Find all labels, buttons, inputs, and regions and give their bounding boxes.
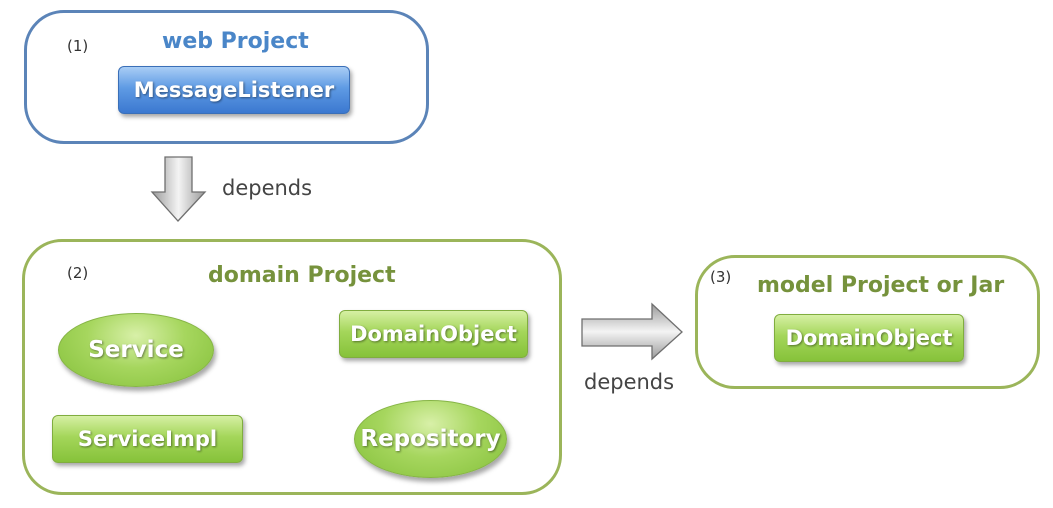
model-project-number: (3) <box>710 268 732 286</box>
model-domain-object-node: DomainObject <box>774 314 964 362</box>
model-project-title: model Project or Jar <box>757 273 1005 298</box>
domain-project-title: domain Project <box>208 263 396 288</box>
domain-project-number: (2) <box>67 264 89 282</box>
right-arrow-icon <box>581 302 683 361</box>
down-arrow-label: depends <box>222 176 313 200</box>
domain-object-node: DomainObject <box>339 310 528 358</box>
message-listener-node: MessageListener <box>118 66 350 114</box>
right-arrow-label: depends <box>584 370 675 394</box>
domain-project-box: (2) domain Project Service DomainObject … <box>22 239 562 495</box>
service-node: Service <box>58 313 214 387</box>
web-project-number: (1) <box>67 37 89 55</box>
down-arrow-icon <box>150 156 207 222</box>
model-project-box: (3) model Project or Jar DomainObject <box>695 255 1040 389</box>
web-project-box: (1) web Project MessageListener <box>24 10 429 144</box>
service-impl-node: ServiceImpl <box>52 415 243 463</box>
repository-node: Repository <box>354 400 507 478</box>
web-project-title: web Project <box>162 29 309 54</box>
